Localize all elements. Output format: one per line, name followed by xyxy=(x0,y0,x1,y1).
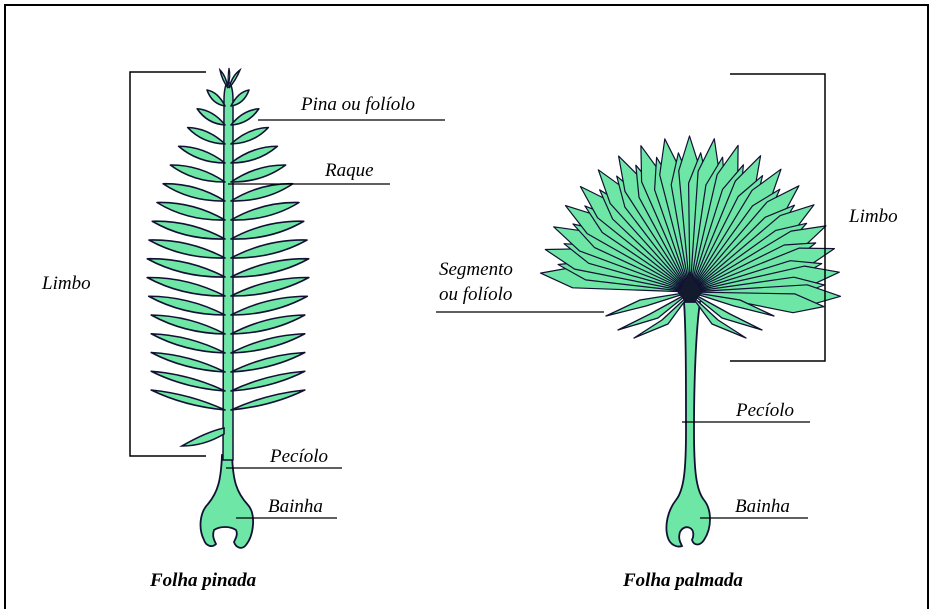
caption-folha-palmada: Folha palmada xyxy=(623,571,743,590)
pinnate-leaflet xyxy=(231,277,309,296)
pinnate-leaflet xyxy=(151,353,225,373)
pinnate-leaflet xyxy=(231,390,305,410)
caption-folha-pinada: Folha pinada xyxy=(150,571,256,590)
pinnate-leaflet xyxy=(231,202,299,220)
pinnate-leaflet xyxy=(157,202,225,220)
pinnate-leaflet xyxy=(179,146,225,163)
pinnate-basal-leaflet xyxy=(182,428,224,446)
label-pina-ou-foliolo: Pina ou folíolo xyxy=(301,95,415,114)
pinnate-leaflet xyxy=(188,128,225,145)
label-limbo-pinnate: Limbo xyxy=(42,274,91,293)
pinnate-leaflet xyxy=(147,277,225,296)
label-segmento: Segmento xyxy=(439,260,513,279)
label-ou-foliolo: ou folíolo xyxy=(439,285,512,304)
pinnate-rachis xyxy=(223,82,233,460)
label-raque: Raque xyxy=(325,161,374,180)
pinnate-leaflet xyxy=(231,315,305,334)
pinnate-sheath xyxy=(201,455,254,548)
pinnate-leaflet xyxy=(197,109,225,125)
pinnate-leaflet xyxy=(231,259,309,277)
palmate-petiole xyxy=(666,302,710,547)
pinnate-leaflet xyxy=(151,334,225,353)
pinnate-leaflet xyxy=(231,146,277,163)
pinnate-leaflet xyxy=(151,390,225,410)
label-peciolo-palmate: Pecíolo xyxy=(736,401,794,420)
pinnate-leaflet xyxy=(231,128,268,145)
palmate-segment xyxy=(606,292,690,316)
pinnate-tip-leaflet xyxy=(220,70,228,88)
pinnate-leaflet xyxy=(231,334,305,353)
pinnate-leaflet xyxy=(151,371,225,391)
pinnate-leaflet xyxy=(231,221,304,239)
label-limbo-palmate: Limbo xyxy=(849,207,898,226)
pinnate-leaflet xyxy=(170,165,225,182)
label-peciolo-pinnate: Pecíolo xyxy=(270,447,328,466)
label-bainha-pinnate: Bainha xyxy=(268,497,323,516)
pinnate-leaflet xyxy=(163,184,225,201)
label-bainha-palmate: Bainha xyxy=(735,497,790,516)
pinnate-leaflet xyxy=(151,315,225,334)
pinnate-leaflet xyxy=(231,371,305,391)
pinnate-leaflet xyxy=(231,240,307,258)
pinnate-leaflet xyxy=(231,184,293,201)
pinnate-leaf-drawing xyxy=(147,68,309,548)
pinnate-leaflet xyxy=(231,165,286,182)
pinnate-leaflet xyxy=(152,221,225,239)
pinnate-leaflet xyxy=(149,296,225,315)
pinnate-leaflet xyxy=(207,90,225,106)
palmate-leaf-drawing xyxy=(541,136,841,547)
pinnate-tip-leaflet xyxy=(229,70,240,88)
pinnate-leaflet xyxy=(147,259,225,277)
pinnate-leaflet xyxy=(231,109,259,125)
pinnate-leaflet xyxy=(231,296,307,315)
pinnate-leaflet xyxy=(149,240,225,258)
pinnate-leaflet xyxy=(231,353,305,373)
